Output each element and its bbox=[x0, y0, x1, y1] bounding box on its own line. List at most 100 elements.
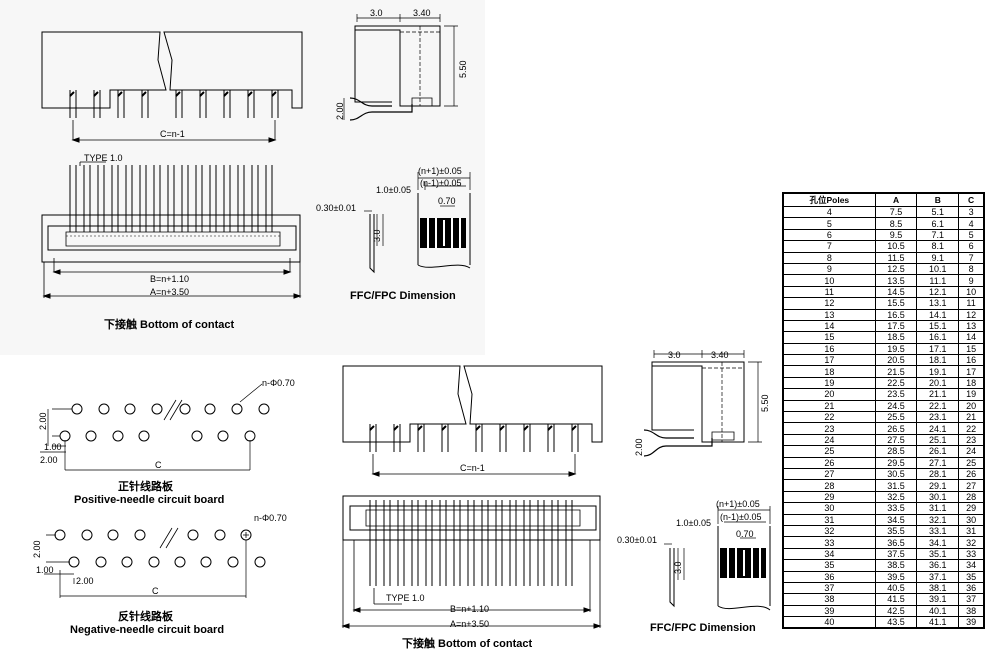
table-cell: 33 bbox=[958, 547, 984, 561]
table-cell: 16.1 bbox=[916, 331, 960, 344]
table-header-cell: B bbox=[916, 193, 960, 207]
dim-3-0-top: 3.0 bbox=[370, 8, 383, 18]
table-cell: 22.5 bbox=[874, 376, 918, 390]
type-label-bottom: TYPE 1.0 bbox=[386, 593, 425, 603]
table-cell: 26 bbox=[783, 456, 876, 470]
dim-5-50-top: 5.50 bbox=[458, 60, 468, 78]
pcb-positive-holes bbox=[59, 403, 270, 442]
table-cell: 10 bbox=[958, 285, 984, 299]
dim-ffc-3-0-bottom: 3.0 bbox=[673, 561, 683, 574]
table-cell: 29 bbox=[958, 502, 984, 515]
table-cell: 15 bbox=[958, 342, 984, 356]
table-cell: 3 bbox=[958, 205, 984, 219]
table-cell: 11 bbox=[958, 297, 984, 310]
pcb-pos-dim-100: 1.00 bbox=[44, 442, 62, 452]
table-cell: 9 bbox=[958, 274, 984, 287]
table-cell: 16 bbox=[958, 354, 984, 367]
table-cell: 10.5 bbox=[874, 240, 918, 253]
table-cell: 8.5 bbox=[874, 217, 918, 230]
table-cell: 13.5 bbox=[874, 274, 918, 287]
table-cell: 17.5 bbox=[874, 319, 918, 333]
pcb-neg-dim-c: C bbox=[152, 586, 159, 596]
dim-nm1-top: (n-1)±0.05 bbox=[420, 178, 461, 188]
table-cell: 40.5 bbox=[874, 581, 918, 595]
table-cell: 29.1 bbox=[916, 479, 960, 492]
dim-b-top: B=n+1.10 bbox=[150, 274, 189, 284]
table-cell: 20.1 bbox=[916, 376, 960, 390]
side-view-top bbox=[343, 14, 458, 121]
table-cell: 12 bbox=[783, 297, 876, 310]
table-cell: 37 bbox=[958, 593, 984, 606]
table-cell: 27 bbox=[783, 467, 876, 481]
table-cell: 9 bbox=[783, 262, 876, 276]
connector-bottom-view-bottom bbox=[341, 495, 602, 629]
table-cell: 7.5 bbox=[874, 205, 918, 219]
pcb-neg-caption-en: Negative-needle circuit board bbox=[70, 624, 224, 636]
pcb-negative bbox=[44, 527, 266, 598]
pcb-pos-hole-label: n-Φ0.70 bbox=[262, 378, 295, 388]
table-cell: 13.1 bbox=[916, 297, 960, 310]
table-cell: 40 bbox=[783, 616, 876, 629]
table-cell: 4 bbox=[958, 217, 984, 230]
caption-bottom-contact-bottom: 下接触 Bottom of contact bbox=[402, 636, 532, 650]
table-cell: 15.5 bbox=[874, 297, 918, 310]
table-cell: 39.1 bbox=[916, 593, 960, 606]
table-cell: 37.1 bbox=[916, 570, 960, 583]
table-cell: 27.5 bbox=[874, 433, 918, 447]
table-cell: 21 bbox=[783, 399, 876, 413]
table-cell: 14 bbox=[958, 331, 984, 344]
dim-3-40-bottom: 3.40 bbox=[711, 350, 729, 360]
table-cell: 41.5 bbox=[874, 593, 918, 606]
table-cell: 10 bbox=[783, 274, 876, 287]
table-cell: 5 bbox=[958, 228, 984, 242]
dim-n1-bottom: (n+1)±0.05 bbox=[716, 499, 760, 509]
table-cell: 20 bbox=[958, 399, 984, 413]
table-cell: 38.5 bbox=[874, 559, 918, 572]
table-cell: 11 bbox=[783, 285, 876, 299]
table-cell: 9.1 bbox=[916, 251, 960, 264]
table-cell: 5.1 bbox=[916, 205, 960, 219]
pcb-neg-hole-label: n-Φ0.70 bbox=[254, 513, 287, 523]
table-cell: 38 bbox=[783, 593, 876, 606]
dim-nm1-bottom: (n-1)±0.05 bbox=[720, 512, 761, 522]
table-cell: 42.5 bbox=[874, 604, 918, 618]
table-cell: 8 bbox=[783, 251, 876, 264]
table-cell: 11.5 bbox=[874, 251, 918, 264]
table-cell: 35 bbox=[958, 570, 984, 583]
table-cell: 27 bbox=[958, 479, 984, 492]
ffc-profile-bottom bbox=[664, 543, 685, 608]
table-cell: 18.1 bbox=[916, 354, 960, 367]
table-cell: 7.1 bbox=[916, 228, 960, 242]
table-cell: 11.1 bbox=[916, 274, 960, 287]
table-cell: 33 bbox=[783, 536, 876, 549]
table-cell: 7 bbox=[958, 251, 984, 264]
pcb-pos-dim-c: C bbox=[155, 460, 162, 470]
table-cell: 26.1 bbox=[916, 445, 960, 458]
table-cell: 24 bbox=[958, 445, 984, 458]
table-cell: 13 bbox=[783, 308, 876, 321]
table-cell: 27.1 bbox=[916, 456, 960, 470]
table-cell: 39.5 bbox=[874, 570, 918, 583]
table-cell: 10.1 bbox=[916, 262, 960, 276]
dim-030-top: 0.30±0.01 bbox=[316, 203, 356, 213]
table-cell: 7 bbox=[783, 240, 876, 253]
caption-bottom-contact-top: 下接触 Bottom of contact bbox=[104, 317, 234, 331]
table-cell: 16.5 bbox=[874, 308, 918, 321]
table-cell: 4 bbox=[783, 205, 876, 219]
